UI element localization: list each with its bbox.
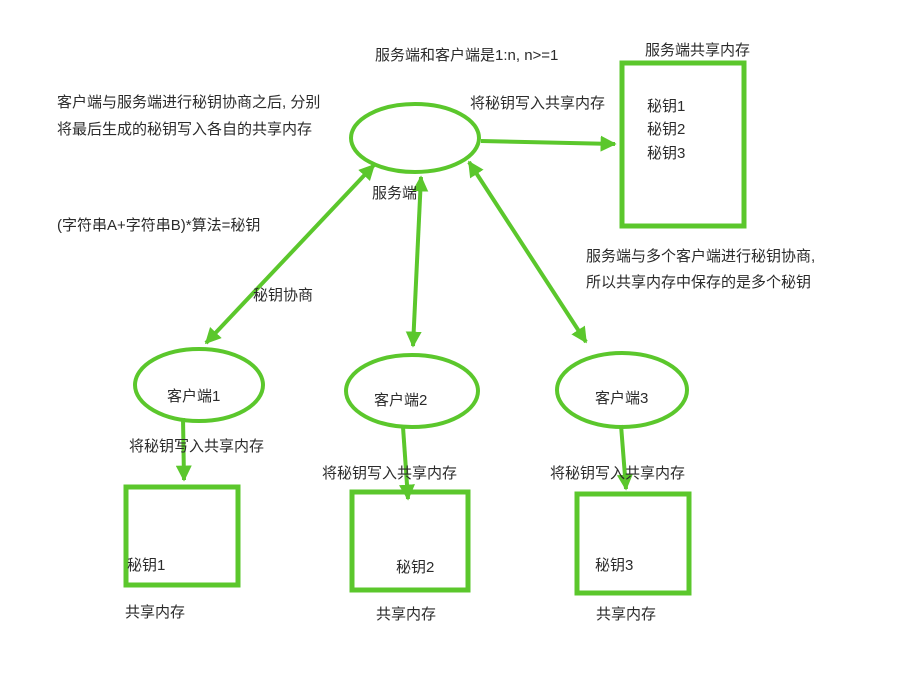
client3-label: 客户端3: [595, 390, 649, 407]
left-note-line1: 客户端与服务端进行秘钥协商之后, 分别: [57, 94, 321, 111]
server-memory-key-3: 秘钥3: [647, 145, 686, 162]
client2-ellipse: [344, 353, 480, 429]
negotiation-arrow-client1: [204, 163, 376, 345]
right-note-line1: 服务端与多个客户端进行秘钥协商,: [586, 248, 816, 265]
client1-label: 客户端1: [167, 388, 221, 405]
server-ellipse: [349, 102, 481, 174]
client1-shared-memory-rect: [123, 484, 241, 588]
left-note-line2: 将最后生成的秘钥写入各自的共享内存: [57, 121, 313, 138]
client3-write-memory-label: 将秘钥写入共享内存: [550, 465, 686, 482]
client1-write-memory-arrow: [175, 417, 192, 482]
top-note: 服务端和客户端是1:n, n>=1: [375, 47, 559, 64]
server-memory-key-1: 秘钥1: [647, 98, 686, 115]
client2-memory-caption: 共享内存: [376, 606, 437, 623]
client3-write-memory-arrow: [616, 424, 633, 491]
server-memory-key-2: 秘钥2: [647, 121, 686, 138]
server-shared-memory-rect: [619, 60, 747, 229]
client3-memory-caption: 共享内存: [596, 606, 657, 623]
server-label: 服务端: [372, 185, 418, 202]
client3-key-label: 秘钥3: [595, 557, 634, 574]
server-write-memory-label: 将秘钥写入共享内存: [470, 95, 606, 112]
client1-ellipse: [133, 347, 265, 423]
server-write-memory-arrow: [480, 135, 617, 152]
server-memory-title: 服务端共享内存: [645, 42, 751, 59]
negotiation-arrow-client2: [405, 175, 429, 348]
client2-write-memory-label: 将秘钥写入共享内存: [322, 465, 458, 482]
client1-key-label: 秘钥1: [127, 557, 166, 574]
client2-write-memory-arrow: [399, 426, 415, 501]
negotiation-label: 秘钥协商: [253, 287, 314, 304]
client1-write-memory-label: 将秘钥写入共享内存: [129, 438, 265, 455]
client1-memory-caption: 共享内存: [125, 604, 186, 621]
right-note-line2: 所以共享内存中保存的是多个秘钥: [586, 274, 812, 291]
negotiation-arrow-client3: [467, 160, 588, 344]
client3-shared-memory-rect: [574, 491, 692, 596]
client2-label: 客户端2: [374, 392, 428, 409]
formula-note: (字符串A+字符串B)*算法=秘钥: [57, 217, 261, 234]
client2-key-label: 秘钥2: [396, 559, 435, 576]
